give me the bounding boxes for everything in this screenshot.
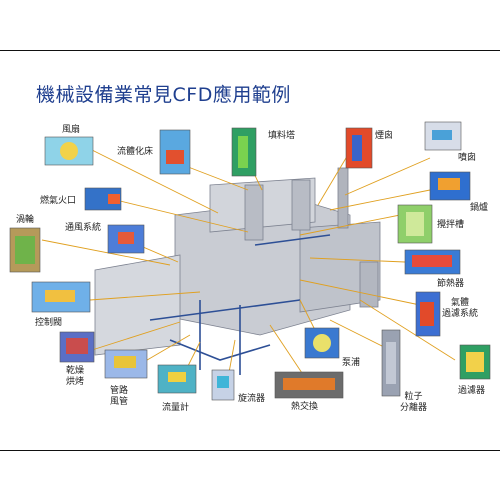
cyclone-core bbox=[217, 376, 229, 388]
packed-tower-core bbox=[238, 136, 248, 168]
label-gas-filter-line-2: 過濾系統 bbox=[442, 309, 479, 319]
plant-left-wing bbox=[94, 254, 181, 356]
pipe-run-1 bbox=[149, 299, 301, 321]
plant-tower-left bbox=[244, 184, 264, 241]
fan-rotor bbox=[60, 142, 78, 160]
burner-inset bbox=[84, 187, 122, 211]
plant-tower-right bbox=[291, 179, 311, 231]
pipe-run-5 bbox=[254, 234, 331, 246]
label-gas-filter-line-1: 氣體 bbox=[451, 298, 470, 308]
label-pipe-line-2: 風管 bbox=[110, 397, 129, 407]
flowmeter-core bbox=[168, 372, 186, 382]
cfd-insets bbox=[9, 121, 491, 401]
chimney-core bbox=[352, 135, 362, 161]
label-fluidized-bed: 流體化床 bbox=[117, 147, 154, 157]
label-dryer-line-1: 乾燥 bbox=[66, 366, 85, 376]
economizer-core bbox=[412, 255, 452, 267]
page-title: 機械設備業常見CFD應用範例 bbox=[36, 84, 291, 106]
label-turbine: 渦輪 bbox=[16, 215, 35, 225]
spray-core bbox=[432, 130, 452, 140]
pipe-run-2 bbox=[169, 339, 271, 361]
label-spray: 噴囱 bbox=[458, 153, 477, 163]
label-separator-line-1: 粒子 bbox=[404, 392, 423, 402]
plant-right-tank bbox=[359, 261, 379, 308]
label-dryer-line-2: 烘烤 bbox=[66, 377, 85, 387]
label-pipe-line-1: 管路 bbox=[110, 386, 129, 396]
label-control-valve: 控制閥 bbox=[35, 318, 63, 328]
mixing-tank-core bbox=[406, 212, 424, 236]
label-dryer: 乾燥 烘烤 bbox=[66, 366, 84, 388]
label-chimney: 煙囪 bbox=[375, 131, 394, 141]
gas-filter-core bbox=[420, 302, 434, 326]
boiler-core bbox=[438, 178, 460, 190]
heat-exchanger-core bbox=[283, 378, 335, 390]
label-economizer: 節熱器 bbox=[437, 279, 465, 289]
spray-inset bbox=[424, 121, 462, 151]
label-flowmeter: 流量計 bbox=[162, 403, 190, 413]
label-pump: 泵浦 bbox=[342, 358, 361, 368]
pipe-core bbox=[114, 356, 136, 368]
label-mixing-tank: 攪拌槽 bbox=[437, 220, 465, 230]
plant-piping bbox=[149, 234, 331, 375]
bottom-rule bbox=[0, 450, 500, 451]
plant-chimney-stack bbox=[337, 167, 349, 229]
label-gas-filter: 氣體 過濾系統 bbox=[442, 298, 478, 320]
label-separator-line-2: 分離器 bbox=[400, 403, 428, 413]
pump-rotor bbox=[313, 334, 331, 352]
label-heat-exchanger: 熱交換 bbox=[291, 402, 319, 412]
turbine-core bbox=[15, 236, 35, 264]
label-separator: 粒子 分離器 bbox=[400, 392, 427, 414]
plant-structure bbox=[94, 167, 381, 356]
label-boiler: 鍋爐 bbox=[470, 203, 489, 213]
fluidized-bed-hot bbox=[166, 150, 184, 164]
label-ventilation: 通風系統 bbox=[65, 223, 102, 233]
label-filter: 過濾器 bbox=[458, 386, 486, 396]
separator-core bbox=[386, 342, 396, 384]
filter-core bbox=[466, 352, 484, 372]
dryer-core bbox=[66, 338, 88, 354]
label-cyclone: 旋流器 bbox=[238, 394, 266, 404]
label-fan: 風扇 bbox=[62, 125, 81, 135]
top-rule bbox=[0, 50, 500, 51]
label-pipe: 管路 風管 bbox=[110, 386, 128, 408]
label-burner: 燃氣火口 bbox=[40, 196, 77, 206]
leader-lines bbox=[41, 147, 456, 386]
label-packed-tower: 填料塔 bbox=[268, 131, 296, 141]
burner-flame bbox=[108, 194, 120, 204]
control-valve-core bbox=[45, 290, 75, 302]
ventilation-core bbox=[118, 232, 134, 244]
